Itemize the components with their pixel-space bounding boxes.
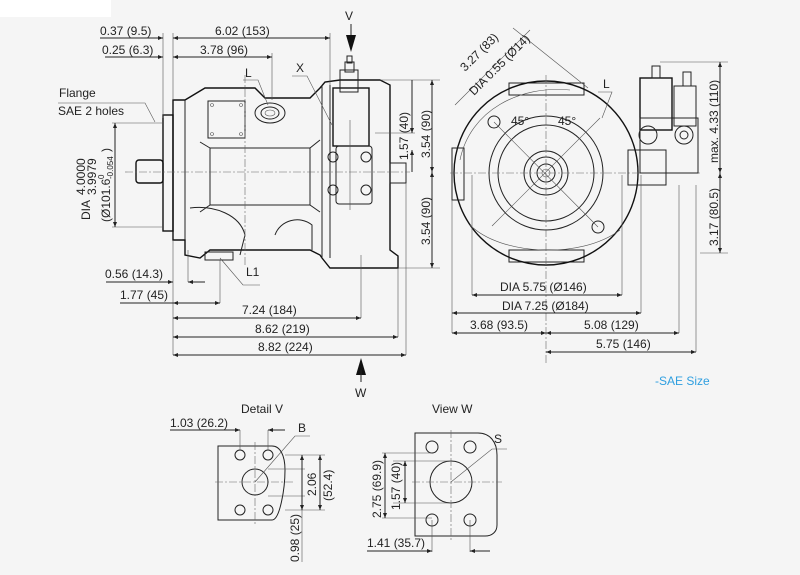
flange-label-line2: SAE 2 holes xyxy=(58,104,124,118)
dim-0-56: 0.56 (14.3) xyxy=(105,267,163,281)
front-view: 45° 45° L 3.27 (83) DIA 0.55 (Ø14) max. … xyxy=(450,27,728,365)
dim-0-98: 0.98 (25) xyxy=(288,514,302,562)
dim-dia-7-25: DIA 7.25 (Ø184) xyxy=(502,299,589,313)
port-b-label: B xyxy=(298,421,306,435)
dim-3-54-top: 3.54 (90) xyxy=(419,110,433,158)
header-blank-area xyxy=(0,0,111,17)
view-arrow-v-label: V xyxy=(345,9,353,23)
dim-0-37: 0.37 (9.5) xyxy=(100,24,151,38)
svg-text:(Ø101.6: (Ø101.6 xyxy=(99,178,113,222)
flange-label-line1: Flange xyxy=(59,86,96,100)
svg-text:): ) xyxy=(99,148,113,152)
sae-size-link[interactable]: -SAE Size xyxy=(655,374,710,388)
dim-0-25: 0.25 (6.3) xyxy=(102,43,153,57)
dim-2-75: 2.75 (69.9) xyxy=(370,460,384,518)
front-port-l-label: L xyxy=(603,77,610,91)
dim-3-78: 3.78 (96) xyxy=(200,43,248,57)
detail-v: Detail V B 1.03 (26.2) 2.06 (52.4) 0.98 … xyxy=(170,402,335,562)
dim-3-54-bottom: 3.54 (90) xyxy=(419,197,433,245)
port-s-label: S xyxy=(494,432,502,446)
dim-52-4: (52.4) xyxy=(321,470,335,501)
dim-3-68: 3.68 (93.5) xyxy=(470,318,528,332)
detail-v-title: Detail V xyxy=(241,402,283,416)
view-w-title: View W xyxy=(432,402,473,416)
dim-8-62: 8.62 (219) xyxy=(255,322,310,336)
angle-right-label: 45° xyxy=(558,114,576,128)
view-arrow-w-icon xyxy=(356,358,366,375)
port-l1-label: L1 xyxy=(246,265,260,279)
dim-1-41: 1.41 (35.7) xyxy=(367,536,425,550)
dim-dia-5-75: DIA 5.75 (Ø146) xyxy=(500,280,587,294)
dim-5-08: 5.08 (129) xyxy=(584,318,639,332)
dim-1-77: 1.77 (45) xyxy=(120,288,168,302)
view-w: View W S 2.75 (69.9) 1.57 (40) 1.41 (35.… xyxy=(367,402,507,553)
pilot-diameter-metric: (Ø101.6 0 -0.054 ) xyxy=(97,148,115,222)
angle-left-label: 45° xyxy=(511,114,529,128)
dim-2-06: 2.06 xyxy=(305,472,319,496)
dim-1-03: 1.03 (26.2) xyxy=(170,416,228,430)
dim-3-17: 3.17 (80.5) xyxy=(707,188,721,246)
view-arrow-v-icon xyxy=(346,35,356,52)
dim-1-57-view-w: 1.57 (40) xyxy=(389,462,403,510)
pump-body-side xyxy=(135,55,407,269)
dim-6-02: 6.02 (153) xyxy=(215,24,270,38)
svg-text:0: 0 xyxy=(97,174,106,179)
port-l-label: L xyxy=(245,66,252,80)
svg-text:3.9979: 3.9979 xyxy=(85,158,99,195)
side-view: V W 0.37 (9.5) 6.02 (153) 0.25 (6.3) 3.7… xyxy=(58,9,440,400)
port-x-label: X xyxy=(296,61,304,75)
svg-text:DIA: DIA xyxy=(79,200,93,220)
view-arrow-w-label: W xyxy=(355,386,367,400)
svg-text:-0.054: -0.054 xyxy=(106,156,115,179)
dim-7-24: 7.24 (184) xyxy=(242,303,297,317)
dim-8-82: 8.82 (224) xyxy=(258,340,313,354)
pilot-diameter-dim: DIA 4.0000 3.9979 xyxy=(74,158,99,220)
dim-1-57-side: 1.57 (40) xyxy=(397,112,411,160)
dim-5-75: 5.75 (146) xyxy=(596,337,651,351)
svg-text:4.0000: 4.0000 xyxy=(74,158,88,195)
dim-max-4-33: max. 4.33 (110) xyxy=(707,80,721,163)
